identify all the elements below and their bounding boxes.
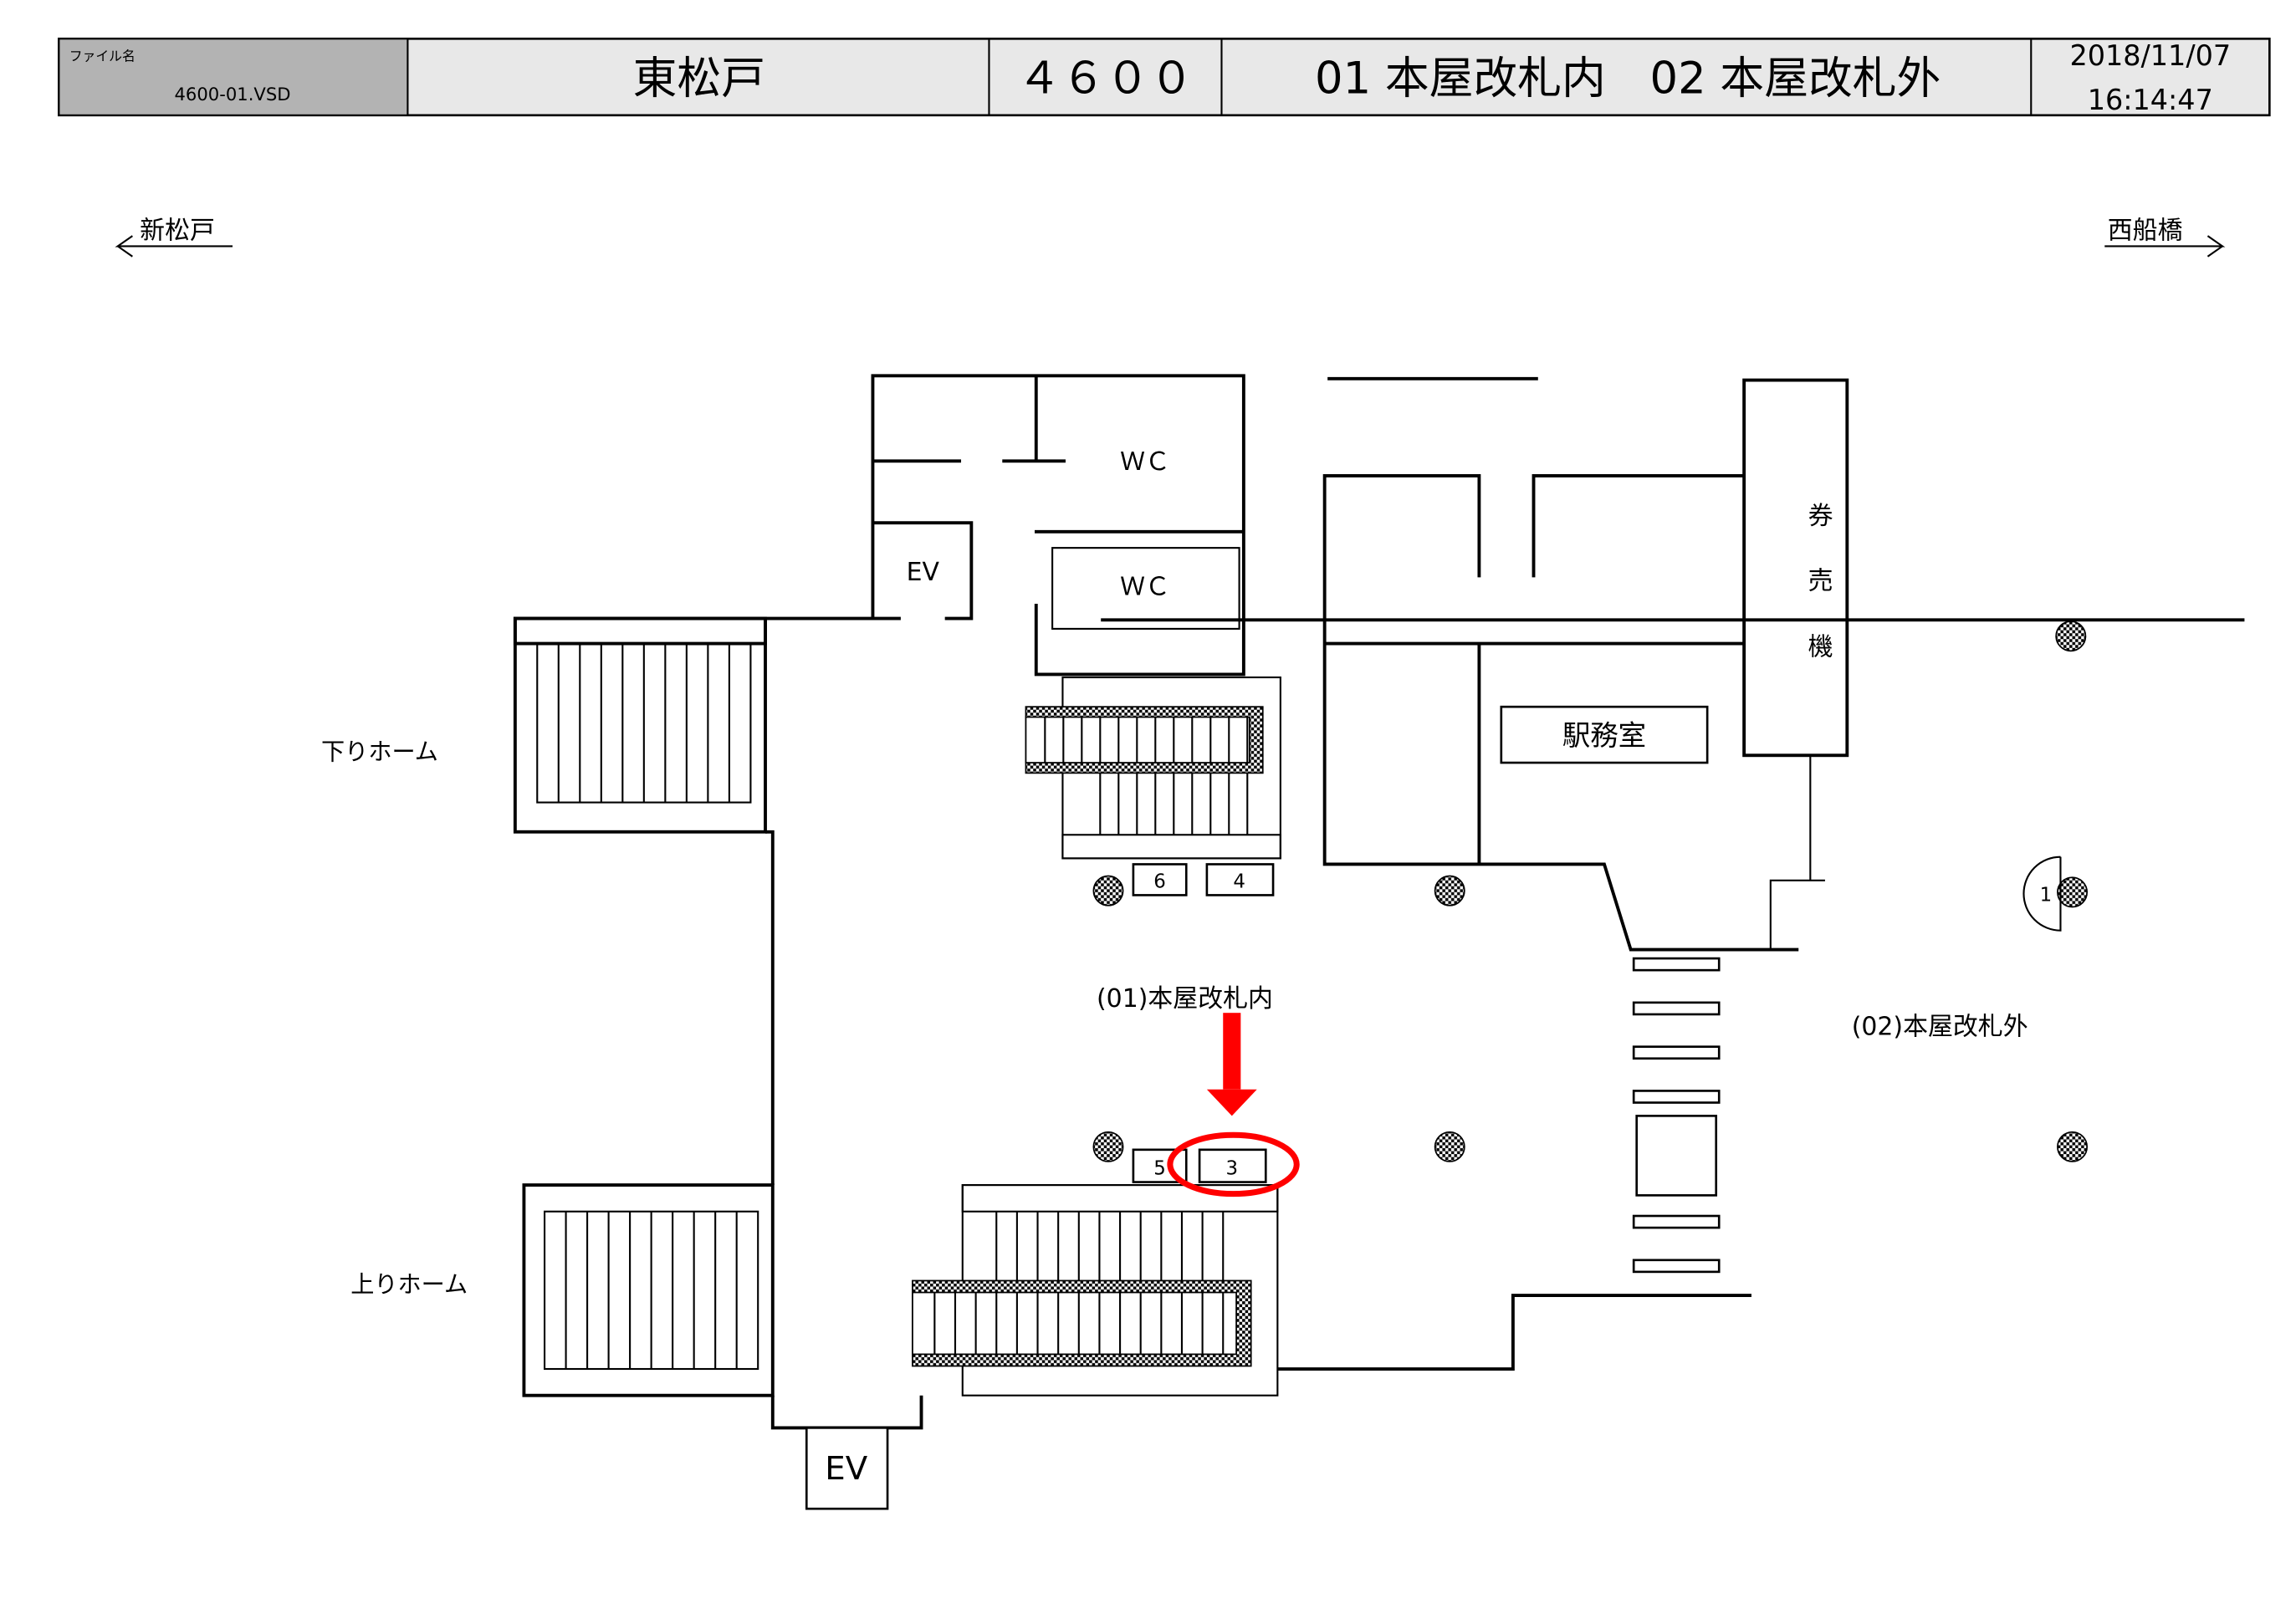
pillar-icon [2057,876,2089,908]
area-inside-label: (01)本屋改札内 [1097,984,1273,1014]
gate-bar [1632,1214,1721,1229]
stairs-down-platform [536,642,752,804]
pillar-icon [2055,620,2087,652]
direction-right: 西船橋 [2104,217,2226,258]
direction-right-label: 西船橋 [2108,217,2183,246]
direction-left-label: 新松戸 [140,217,215,246]
stairs-up-platform [544,1210,759,1371]
exit-6-label: 6 [1153,871,1166,893]
gate-bar [1632,1001,1721,1016]
gate-bar [1632,957,1721,972]
date: 2018/11/07 [2069,39,2231,72]
pillar-icon [1434,875,1465,906]
escalator-lower [912,1184,1279,1397]
station-office-label: 駅務室 [1562,719,1646,752]
file-label: ファイル名 [69,49,136,64]
exit-4-label: 4 [1233,871,1245,893]
highlight-circle [1167,1131,1300,1198]
file-name: 4600-01.VSD [175,84,291,105]
highlight-marker [1167,1013,1300,1198]
ev-lower-label: EV [825,1450,867,1488]
gate-bar [1632,1045,1721,1060]
escalator-upper [1025,676,1281,860]
exit-1-label: 1 [2040,884,2053,906]
pillar-icon [1434,1131,1465,1162]
exit-1[interactable]: 1 [2022,855,2062,932]
exit-4[interactable]: 4 [1205,863,1275,896]
pillar-icon [2057,1131,2089,1162]
file-cell [58,38,409,116]
exit-3-label: 3 [1226,1158,1239,1180]
time: 16:14:47 [2088,84,2213,116]
wc-lower-label: ＷＣ [1120,572,1170,601]
pillar-icon [1092,1131,1124,1162]
area-outside-label: (02)本屋改札外 [1852,1013,2028,1042]
ticket-machine-label-1: 券 [1808,502,1833,531]
wc-upper-label: ＷＣ [1120,447,1170,477]
walls [513,374,2245,1430]
ev-lower-box [805,1427,889,1510]
exit-6[interactable]: 6 [1132,863,1188,896]
header-bar: ファイル名 4600-01.VSD 東松戸 ４６００ 01 本屋改札内 02 本… [58,38,2271,117]
ticket-gates [1632,957,1721,1274]
pillars [1092,620,2089,1162]
ev-upper-label: EV [907,558,940,587]
exit-3[interactable]: 3 [1198,1148,1267,1183]
exit-5-label: 5 [1153,1158,1166,1180]
pillar-icon [1092,875,1124,906]
gates-title: 01 本屋改札内 02 本屋改札外 [1315,53,1941,104]
station-code: ４６００ [1017,53,1194,104]
platform-up-label: 上りホーム [350,1271,468,1299]
direction-left: 新松戸 [115,217,233,258]
station-office-box [1500,705,1709,764]
ticket-machine-label-3: 機 [1808,633,1833,662]
arrow-down-icon [1223,1013,1241,1090]
gate-bar [1632,1090,1721,1104]
platform-down-label: 下りホーム [321,738,438,766]
gate-bar [1632,1259,1721,1274]
ticket-machine-label-2: 売 [1808,566,1833,595]
station-name: 東松戸 [633,53,765,104]
